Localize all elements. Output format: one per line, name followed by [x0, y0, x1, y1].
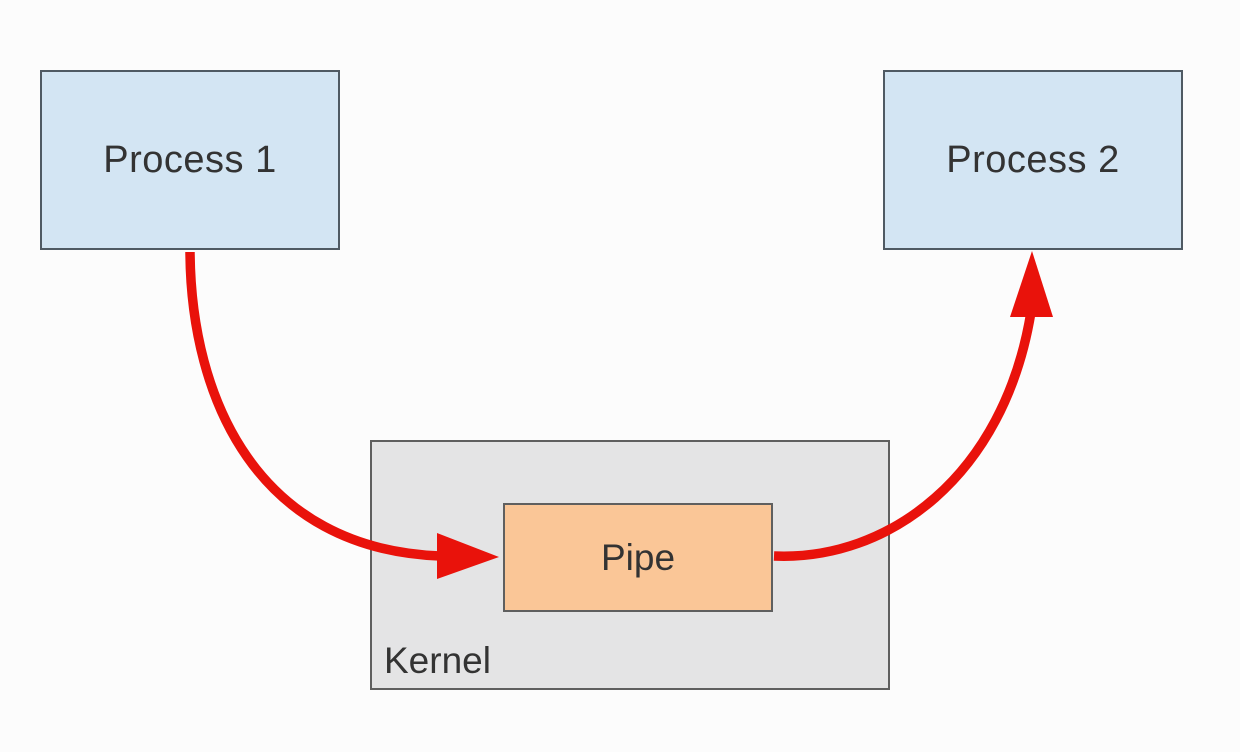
node-process-1: Process 1 [40, 70, 340, 250]
node-process-2: Process 2 [883, 70, 1183, 250]
node-process-1-label: Process 1 [103, 138, 277, 181]
node-kernel-label: Kernel [384, 640, 491, 681]
node-pipe-label: Pipe [600, 536, 676, 578]
node-process-2-label: Process 2 [946, 138, 1120, 181]
node-pipe: Pipe [503, 503, 773, 612]
